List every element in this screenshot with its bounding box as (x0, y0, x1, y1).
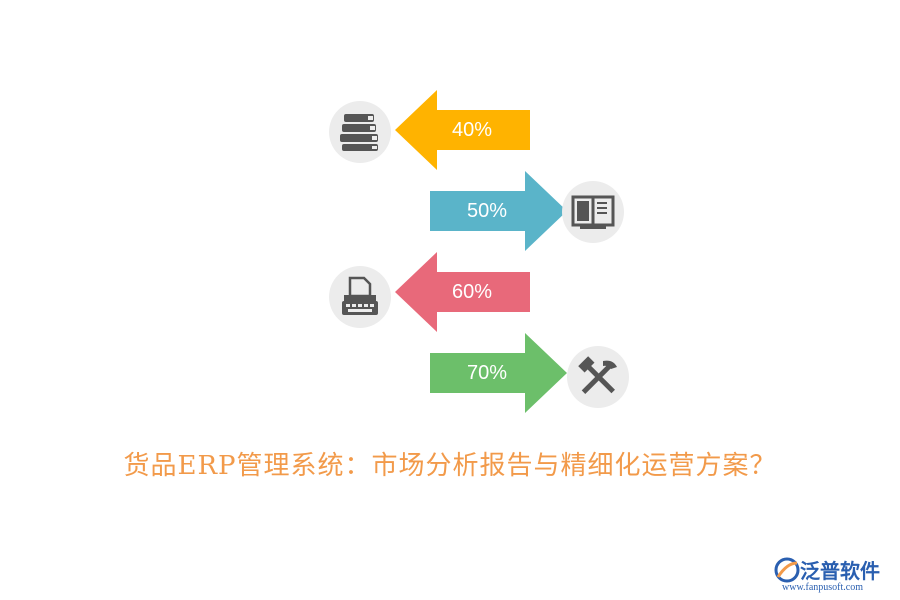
books-icon (340, 114, 378, 151)
brand-url: www.fanpusoft.com (782, 582, 864, 593)
open-book-icon (571, 195, 615, 229)
fanpu-logo-icon (774, 557, 800, 583)
arrow-70 (430, 333, 567, 413)
typewriter-circle (329, 266, 391, 328)
page-title: 货品ERP管理系统：市场分析报告与精细化运营方案？ (123, 451, 777, 481)
books-circle (329, 101, 391, 163)
percent-label-70: 70% (466, 362, 508, 384)
hammer-pick-icon (578, 356, 617, 394)
arrow-50 (430, 171, 567, 251)
percent-label-50: 50% (466, 200, 508, 222)
arrow-40 (395, 90, 530, 170)
percent-label-60: 60% (451, 281, 493, 303)
typewriter-icon (342, 276, 378, 315)
hammer-pick-circle (567, 346, 629, 408)
open-book-circle (562, 181, 624, 243)
arrow-60 (395, 252, 530, 332)
brand-name: 泛普软件 (800, 559, 880, 583)
brand-logo: 泛普软件 www.fanpusoft.com (770, 553, 900, 597)
percent-label-40: 40% (451, 119, 493, 141)
